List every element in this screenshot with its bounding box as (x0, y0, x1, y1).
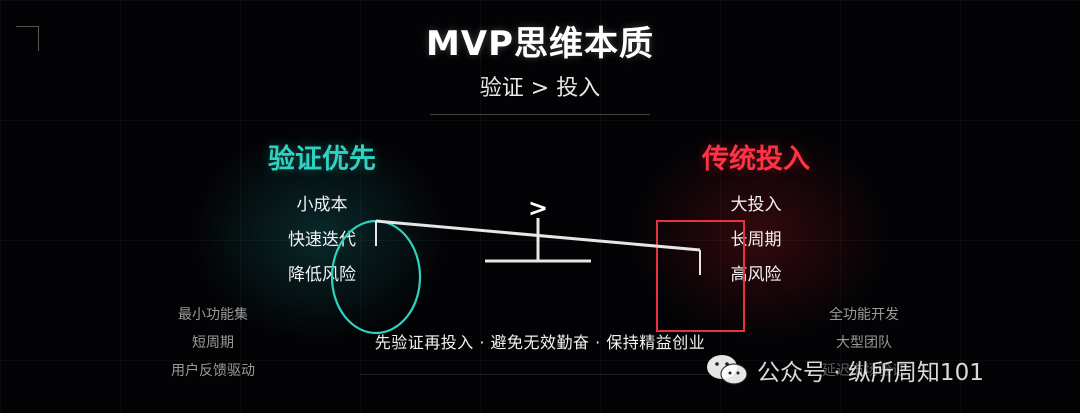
title-divider (430, 114, 650, 115)
wechat-icon (707, 355, 748, 385)
page-subtitle: 验证 > 投入 (479, 76, 601, 101)
right-aux-list: 全功能开发 大型团队 延迟市场验证 (799, 301, 929, 385)
left-aux-item: 用户反馈驱动 (171, 363, 255, 379)
right-heading: 传统投入 (702, 144, 810, 175)
left-item: 小成本 (296, 195, 348, 215)
tagline: 先验证再投入 · 避免无效勤奋 · 保持精益创业 (374, 333, 706, 352)
right-aux-item: 延迟市场验证 (822, 363, 906, 379)
bottom-divider (360, 374, 720, 375)
right-aux-item: 大型团队 (836, 335, 892, 351)
greater-than-symbol: > (528, 194, 548, 222)
watermark: 公众号 · 纵所周知101 (705, 352, 984, 388)
right-aux-item: 全功能开发 (829, 307, 899, 323)
watermark-text: 公众号 · 纵所周知101 (757, 360, 984, 386)
left-heading: 验证优先 (268, 144, 376, 175)
left-aux-item: 最小功能集 (178, 307, 248, 323)
corner-bracket (16, 26, 39, 51)
left-aux-list: 最小功能集 短周期 用户反馈驱动 (148, 301, 278, 385)
left-aux-item: 短周期 (192, 335, 234, 351)
right-item: 大投入 (730, 195, 782, 215)
page-title: MVP思维本质 (425, 24, 655, 64)
left-item: 降低风险 (288, 265, 356, 285)
right-pan-square (656, 220, 745, 332)
